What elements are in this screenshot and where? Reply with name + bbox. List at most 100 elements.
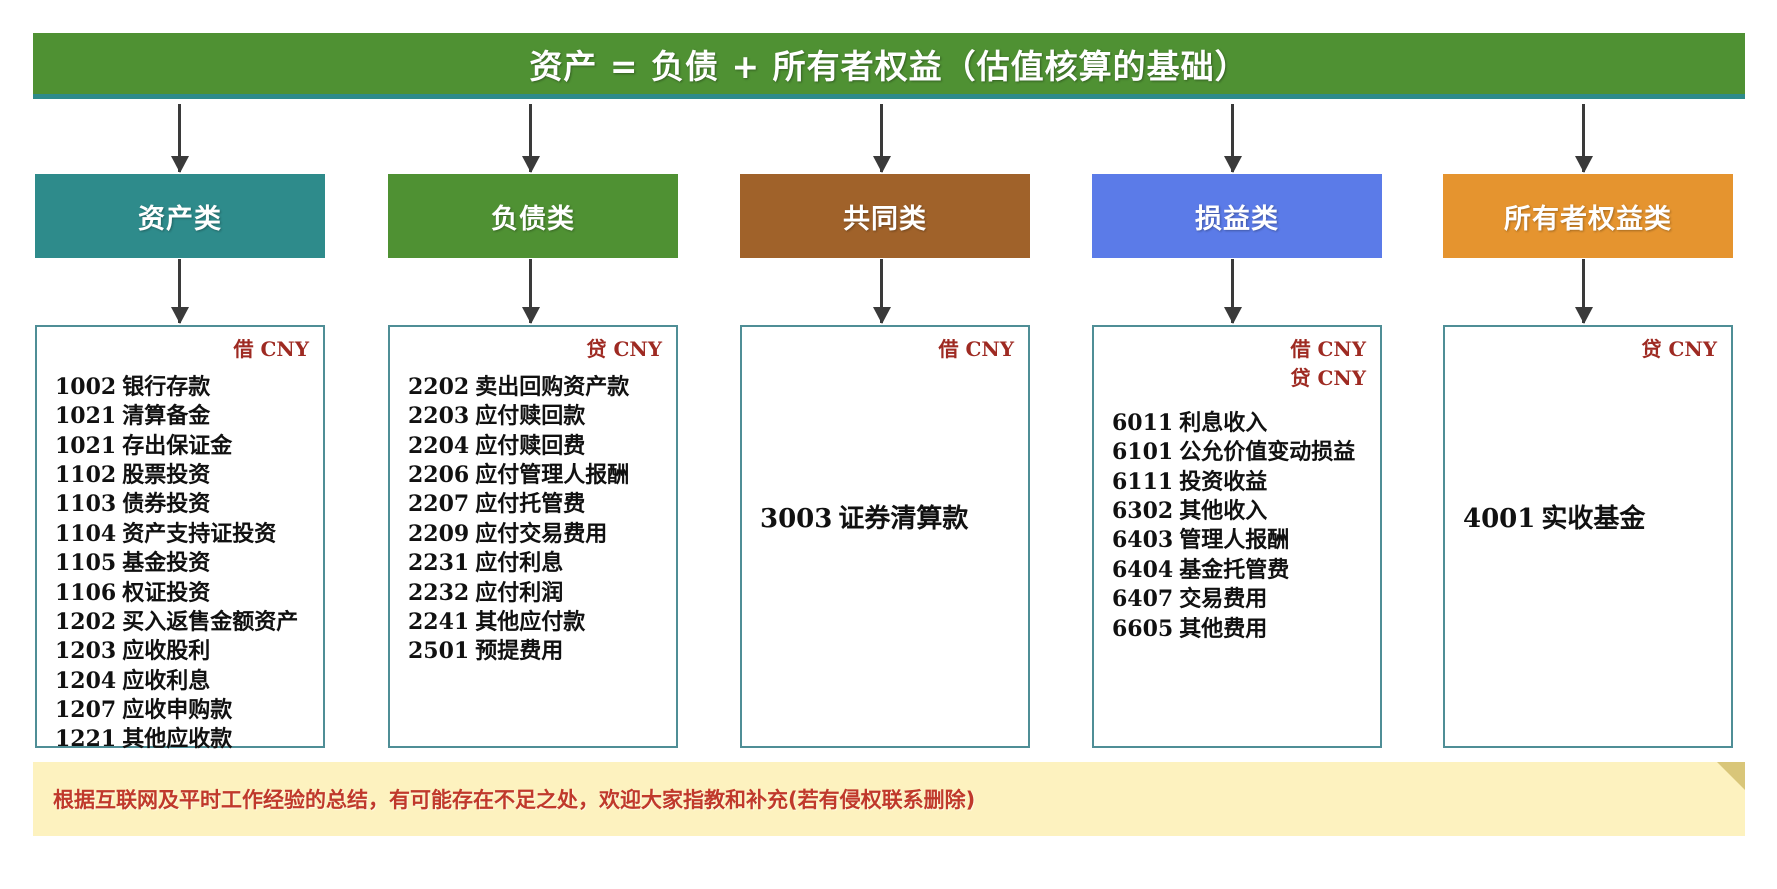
account-code: 1021 xyxy=(55,432,117,459)
account-name: 资产支持证投资 xyxy=(122,520,277,547)
account-name: 实收基金 xyxy=(1541,504,1646,534)
account-code: 1105 xyxy=(55,550,117,577)
footer-note-text: 根据互联网及平时工作经验的总结，有可能存在不足之处，欢迎大家指教和补充(若有侵权… xyxy=(53,788,976,812)
account-code: 1202 xyxy=(55,608,117,635)
account-code: 2209 xyxy=(408,520,470,547)
category-label-common: 共同类 xyxy=(843,203,927,235)
account-name: 应收申购款 xyxy=(122,696,233,723)
account-name: 公允价值变动损益 xyxy=(1179,439,1356,466)
cny-labels-owners-equity: 贷 CNY xyxy=(1642,335,1717,364)
account-name: 买入返售金额资产 xyxy=(122,608,299,635)
account-name: 其他费用 xyxy=(1179,615,1268,642)
cny-labels-profit-loss: 借 CNY 贷 CNY xyxy=(1291,335,1366,393)
account-name: 卖出回购资产款 xyxy=(475,374,630,400)
account-code: 1002 xyxy=(55,374,117,400)
account-code: 4001 xyxy=(1463,504,1536,534)
account-code: 2204 xyxy=(408,432,470,459)
account-name: 应收股利 xyxy=(122,638,211,665)
account-name: 存出保证金 xyxy=(122,432,233,459)
category-box-assets[interactable]: 资产类 xyxy=(35,174,325,258)
category-label-liabilities: 负债类 xyxy=(491,203,575,235)
category-label-owners-equity: 所有者权益类 xyxy=(1504,203,1672,235)
account-code: 2241 xyxy=(408,608,470,635)
category-label-profit-loss: 损益类 xyxy=(1195,203,1279,235)
account-name: 应付利润 xyxy=(475,579,564,606)
account-code: 1103 xyxy=(55,491,117,518)
account-code: 6101 xyxy=(1112,439,1174,466)
account-code: 3003 xyxy=(760,504,833,534)
account-name: 应付赎回费 xyxy=(475,432,586,459)
account-name: 债券投资 xyxy=(122,491,211,518)
arrow-liabilities-to-list xyxy=(529,259,532,323)
account-code: 2206 xyxy=(408,462,470,489)
account-code: 1104 xyxy=(55,520,117,547)
account-code: 6605 xyxy=(1112,615,1174,642)
cny-label: 借 CNY xyxy=(938,337,1014,361)
category-box-liabilities[interactable]: 负债类 xyxy=(388,174,678,258)
account-name: 应付托管费 xyxy=(475,491,586,518)
account-code: 1021 xyxy=(55,403,117,430)
cny-label: 借 CNY xyxy=(1290,337,1366,361)
account-name: 交易费用 xyxy=(1179,586,1268,613)
account-code: 6403 xyxy=(1112,527,1174,554)
account-name: 银行存款 xyxy=(122,374,211,400)
category-box-profit-loss[interactable]: 损益类 xyxy=(1092,174,1382,258)
footer-note-banner: 根据互联网及平时工作经验的总结，有可能存在不足之处，欢迎大家指教和补充(若有侵权… xyxy=(33,762,1745,836)
cny-label: 贷 CNY xyxy=(1641,337,1717,361)
account-name: 证券清算款 xyxy=(838,504,969,534)
arrow-owners-equity-to-list xyxy=(1582,259,1585,323)
cny-labels-liabilities: 贷 CNY xyxy=(587,335,662,364)
account-code: 2232 xyxy=(408,579,470,606)
arrow-title-to-common xyxy=(880,104,883,172)
arrow-title-to-owners-equity xyxy=(1582,104,1585,172)
account-name: 投资收益 xyxy=(1179,468,1268,495)
account-code: 1221 xyxy=(55,726,117,753)
account-name: 其他收入 xyxy=(1179,498,1268,525)
category-box-common[interactable]: 共同类 xyxy=(740,174,1030,258)
category-label-assets: 资产类 xyxy=(138,203,222,235)
category-box-owners-equity[interactable]: 所有者权益类 xyxy=(1443,174,1733,258)
account-name: 管理人报酬 xyxy=(1179,527,1290,554)
